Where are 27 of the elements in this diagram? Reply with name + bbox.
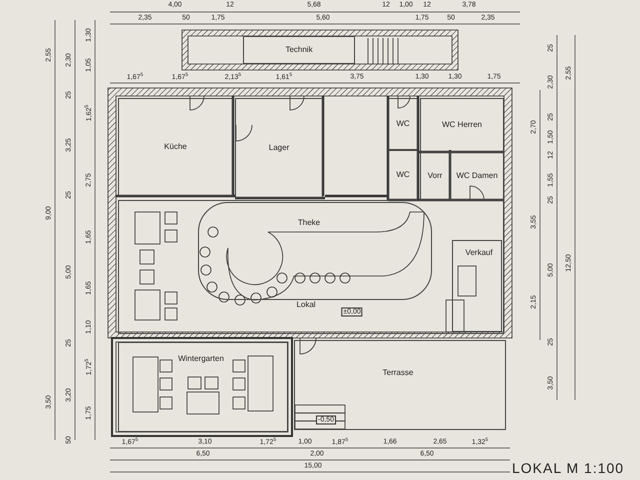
plan-title: LOKAL M 1:100 (512, 460, 624, 476)
room-name: Küche (164, 143, 187, 151)
room-name: Terrasse (382, 369, 414, 377)
room-area (420, 98, 504, 152)
room-area (294, 340, 506, 430)
room-name: WC Herren (442, 121, 482, 129)
room-name: Theke (298, 219, 320, 227)
room-name: WC Damen (456, 172, 498, 180)
room-name: WC (396, 171, 410, 179)
room-name: Lokal (296, 301, 316, 309)
room-name: Technik (285, 46, 313, 54)
room-area (388, 150, 418, 200)
room-name: Lager (268, 144, 290, 152)
room-name: WC (396, 120, 410, 128)
room-area (388, 98, 418, 150)
room-area (450, 152, 504, 200)
room-area (452, 240, 502, 332)
room-name: Verkauf (465, 249, 493, 257)
room-area (420, 152, 450, 200)
room-area (118, 98, 233, 196)
room-area (243, 36, 355, 64)
room-area (118, 200, 504, 334)
room-name: Wintergarten (178, 355, 224, 363)
room-area (235, 98, 323, 198)
room-area (118, 342, 288, 432)
room-area (198, 202, 432, 300)
room-name: Vorr (428, 172, 442, 180)
